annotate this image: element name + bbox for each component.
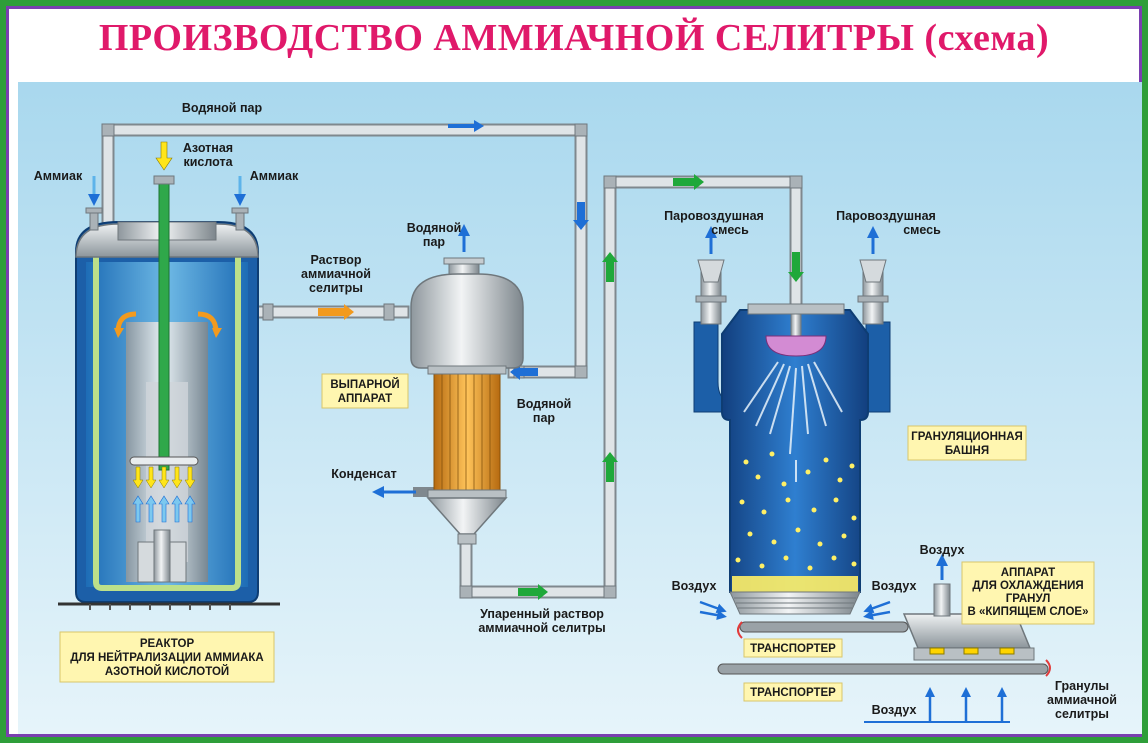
label-evap-steam-1: Водяной xyxy=(407,221,462,235)
reactor xyxy=(58,175,280,610)
label-steam-air-right-2: смесь xyxy=(903,223,941,237)
ammonium-nitrate-diagram: РЕАКТОР ДЛЯ НЕЙТРАЛИЗАЦИИ АММИАКА АЗОТНО… xyxy=(18,82,1142,734)
reactor-caption-line3: АЗОТНОЙ КИСЛОТОЙ xyxy=(105,665,229,678)
label-ammonia-left: Аммиак xyxy=(34,169,83,183)
label-nitric-acid-2: кислота xyxy=(183,155,233,169)
caption-tower: ГРАНУЛЯЦИОННАЯ БАШНЯ xyxy=(907,425,1027,461)
page-title: ПРОИЗВОДСТВО АММИАЧНОЙ СЕЛИТРЫ (схема) xyxy=(98,17,1050,59)
reactor-caption-line2: ДЛЯ НЕЙТРАЛИЗАЦИИ АММИАКА xyxy=(70,651,263,664)
label-granules-2: аммиачной xyxy=(1047,693,1117,707)
tower-caption-line1: ГРАНУЛЯЦИОННАЯ xyxy=(911,431,1023,443)
label-air-right: Воздух xyxy=(872,579,917,593)
caption-cooler: АППАРАТ ДЛЯ ОХЛАЖДЕНИЯ ГРАНУЛ В «КИПЯЩЕМ… xyxy=(961,561,1095,625)
labels: Водяной пар Аммиак Азотная кислота Аммиа… xyxy=(34,101,1117,721)
conveyor-2-label: ТРАНСПОРТЕР xyxy=(750,687,836,699)
caption-reactor: РЕАКТОР ДЛЯ НЕЙТРАЛИЗАЦИИ АММИАКА АЗОТНО… xyxy=(59,631,275,683)
label-condensate: Конденсат xyxy=(331,467,396,481)
label-granules-3: селитры xyxy=(1055,707,1109,721)
evaporator xyxy=(410,257,524,545)
tower-caption-line2: БАШНЯ xyxy=(945,445,989,457)
label-solution-3: селитры xyxy=(309,281,363,295)
label-evaporated-2: аммиачной селитры xyxy=(478,621,605,635)
label-evap-steam-2: пар xyxy=(423,235,446,249)
label-air-left: Воздух xyxy=(672,579,717,593)
cooler-caption-line2: ДЛЯ ОХЛАЖДЕНИЯ xyxy=(972,580,1083,592)
label-solution-2: аммиачной xyxy=(301,267,371,281)
label-water-steam-top: Водяной пар xyxy=(182,101,263,115)
label-steam-air-left-2: смесь xyxy=(711,223,749,237)
label-granules-1: Гранулы xyxy=(1055,679,1109,693)
label-nitric-acid-1: Азотная xyxy=(183,141,233,155)
tower-arrows xyxy=(699,226,891,621)
label-steam-in-1: Водяной xyxy=(517,397,572,411)
label-air-bottom: Воздух xyxy=(872,703,917,717)
granulation-tower xyxy=(693,259,891,615)
cooler-arrows xyxy=(864,554,1010,723)
reactor-caption-line1: РЕАКТОР xyxy=(140,638,195,650)
label-air-up: Воздух xyxy=(920,543,965,557)
flow-arrows xyxy=(318,120,804,600)
label-steam-air-left-1: Паровоздушная xyxy=(664,209,764,223)
caption-conveyor-2: ТРАНСПОРТЕР xyxy=(743,682,843,702)
conveyors xyxy=(717,621,1051,677)
evaporator-caption-line1: ВЫПАРНОЙ xyxy=(330,378,399,391)
label-steam-air-right-1: Паровоздушная xyxy=(836,209,936,223)
label-evaporated-1: Упаренный раствор xyxy=(480,607,604,621)
cooler-caption-line1: АППАРАТ xyxy=(1001,567,1055,579)
caption-evaporator: ВЫПАРНОЙ АППАРАТ xyxy=(321,373,409,409)
cooler-caption-line3: ГРАНУЛ xyxy=(1006,593,1051,605)
granules xyxy=(735,451,857,571)
label-steam-in-2: пар xyxy=(533,411,556,425)
evaporator-arrows xyxy=(372,224,470,498)
caption-conveyor-1: ТРАНСПОРТЕР xyxy=(743,638,843,658)
cooler-caption-line4: В «КИПЯЩЕМ СЛОЕ» xyxy=(968,606,1089,618)
label-solution-1: Раствор xyxy=(311,253,362,267)
conveyor-1-label: ТРАНСПОРТЕР xyxy=(750,643,836,655)
reactor-inlet-arrows xyxy=(88,141,246,206)
label-ammonia-right: Аммиак xyxy=(250,169,299,183)
evaporator-caption-line2: АППАРАТ xyxy=(338,393,392,405)
